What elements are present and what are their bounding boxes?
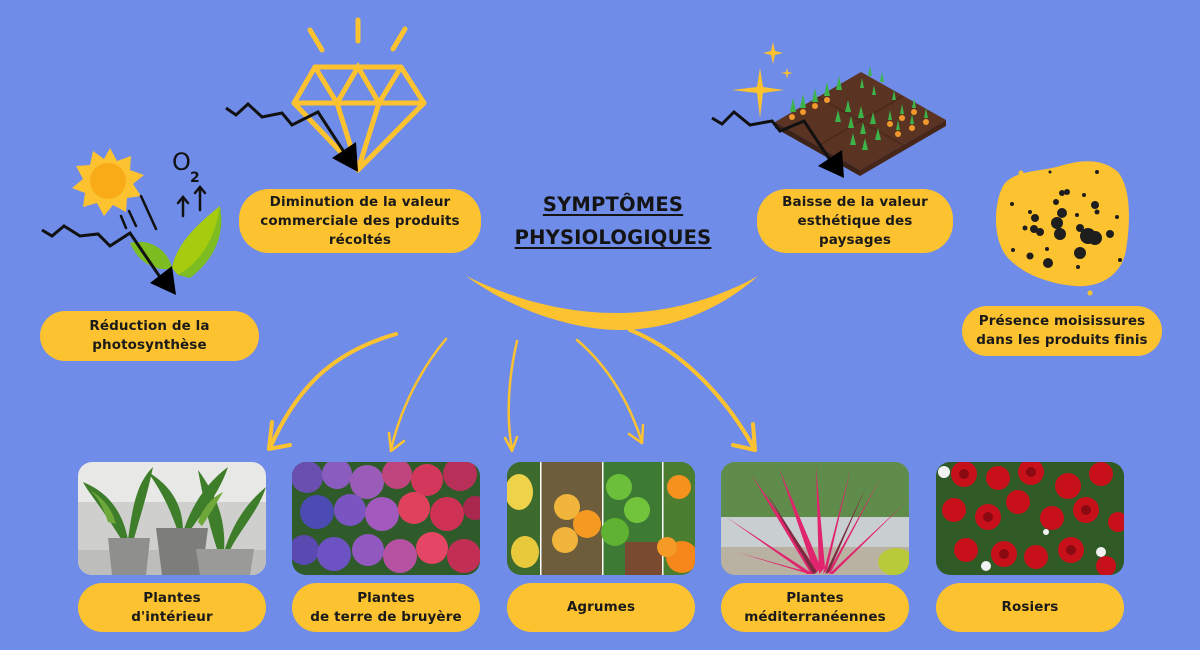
page-title: SYMPTÔMES PHYSIOLOGIQUES — [514, 193, 712, 249]
cordyline-photo — [721, 462, 909, 575]
category-roses-label: Rosiers — [936, 583, 1124, 632]
category-arrows — [267, 328, 757, 453]
sparkle-icon — [732, 42, 793, 118]
decline-arrow-icon — [711, 109, 844, 178]
citrus-fruits-photo — [507, 462, 695, 575]
garden-plot-decline-icon — [711, 42, 946, 178]
symptom-mold-label: Présence moisissures dans les produits f… — [962, 306, 1162, 356]
hydrangeas-photo — [292, 462, 480, 575]
svg-text:2: 2 — [190, 170, 200, 186]
arrow-to-heath — [387, 337, 448, 453]
red-roses-photo — [936, 462, 1124, 575]
symptom-aesthetic-label: Baisse de la valeur esthétique des paysa… — [757, 189, 953, 253]
arrow-to-mediterranean — [575, 338, 645, 445]
symptom-commercial-label: Diminution de la valeur commerciale des … — [239, 189, 481, 253]
decline-arrow-icon — [41, 224, 176, 295]
arrow-to-roses — [628, 328, 757, 452]
crescent-connector — [466, 276, 758, 330]
mold-blob-icon — [995, 161, 1129, 296]
sun-leaf-o2-decline-icon: O 2 — [41, 148, 222, 295]
arrow-to-interior — [267, 332, 398, 451]
category-interior-label: Plantes d'intérieur — [78, 583, 266, 632]
symptom-photosynthesis-label: Réduction de la photosynthèse — [40, 311, 259, 361]
sun-icon — [72, 148, 144, 216]
potted-palms-photo — [78, 462, 266, 575]
o2-label: O — [172, 148, 191, 176]
leaf-icon — [130, 206, 222, 278]
category-mediterranean-label: Plantes méditerranéennes — [721, 583, 909, 632]
arrow-to-citrus — [503, 339, 519, 453]
category-citrus-label: Agrumes — [507, 583, 695, 632]
diamond-decline-icon — [225, 17, 427, 173]
category-heath-label: Plantes de terre de bruyère — [292, 583, 480, 632]
decline-arrow-icon — [225, 101, 358, 172]
